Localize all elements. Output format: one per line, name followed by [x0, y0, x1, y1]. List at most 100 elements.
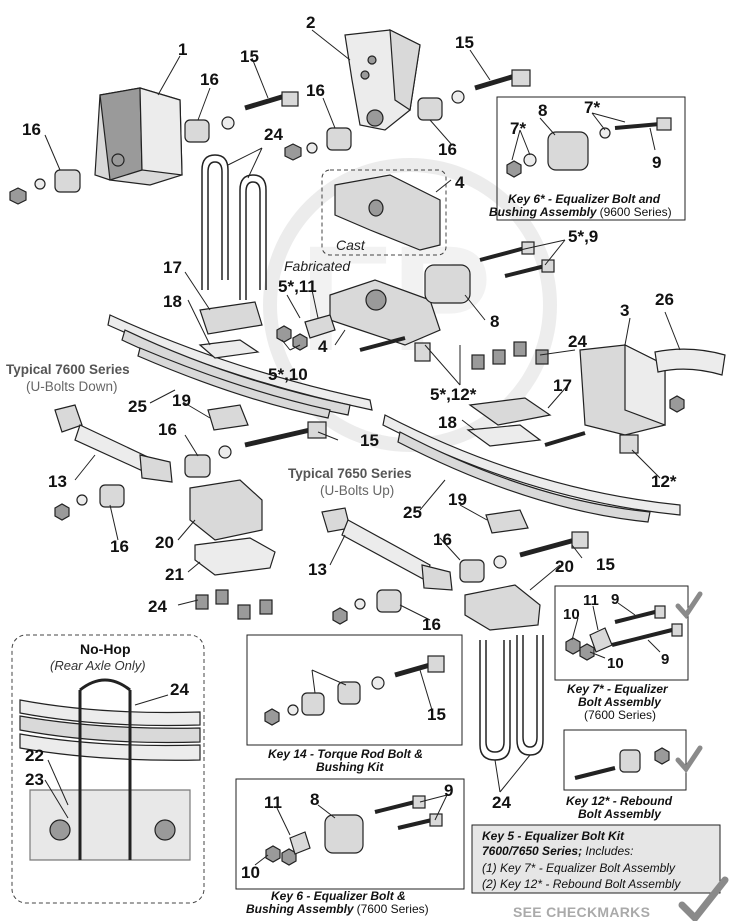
series-7650-title: Typical 7650 Series: [288, 466, 412, 481]
bushing-16-rod-b: [54, 484, 125, 521]
label-10-c: 10: [241, 863, 260, 882]
label-24-a: 24: [264, 125, 283, 144]
key7-caption-3: (7600 Series): [584, 708, 656, 722]
label-24-e: 24: [492, 793, 511, 812]
label-7-a: 7*: [584, 98, 600, 117]
label-16-h: 16: [422, 615, 441, 634]
plate-18-7650: [466, 424, 542, 447]
check-icon-key7: [675, 591, 703, 620]
label-16-e: 16: [158, 420, 177, 439]
bushing-16-top-b: [284, 127, 352, 161]
plate-17-7650: [468, 397, 552, 426]
label-22: 22: [25, 746, 44, 765]
cast-equalizer-box: [321, 169, 447, 256]
key6-9600-caption-2: Bushing Assembly(9600 Series): [489, 205, 672, 219]
kit-item-2: (2) Key 12* - Rebound Bolt Assembly: [482, 877, 681, 891]
kit-item-1: (1) Key 7* - Equalizer Bolt Assembly: [482, 861, 676, 875]
check-icon-large: [678, 876, 729, 921]
block-19-7600: [207, 404, 249, 431]
block-19-7650: [485, 509, 529, 534]
label-17-a: 17: [163, 258, 182, 277]
nuts-24-left: [195, 589, 273, 620]
label-17-b: 17: [553, 376, 572, 395]
equalizer-bracket-2: [344, 28, 421, 131]
bushing-16-rod-a: [184, 445, 232, 478]
series-7650-sub: (U-Bolts Up): [320, 483, 394, 498]
key7-caption-2: Bolt Assembly: [578, 695, 662, 709]
key6-9600-parts: [506, 117, 672, 178]
cast-caption: Cast: [336, 237, 366, 253]
key7-box: [554, 585, 689, 681]
label-9-d: 9: [444, 781, 453, 800]
axle-seat-20-left: [189, 479, 263, 541]
label-20-b: 20: [555, 557, 574, 576]
label-4-fab: 4: [318, 337, 328, 356]
key6-9600-box: [496, 96, 686, 221]
leader-lines: [44, 29, 681, 866]
label-13-b: 13: [308, 560, 327, 579]
label-26: 26: [655, 290, 674, 309]
leaf-spring-7650: [382, 414, 681, 523]
check-icon-key12: [675, 745, 703, 774]
rebound-bolt-12: [544, 395, 685, 454]
key12-box: [563, 729, 687, 791]
key14-parts: [264, 655, 445, 726]
bushing-16-left: [9, 169, 81, 205]
label-16-c: 16: [306, 81, 325, 100]
key6-7600-parts: [265, 795, 443, 866]
label-16-a: 16: [200, 70, 219, 89]
key6-9600-caption-1: Key 6* - Equalizer Bolt and: [508, 192, 661, 206]
key7-caption-1: Key 7* - Equalizer: [567, 682, 669, 696]
bushing-16-right-b: [332, 589, 402, 625]
label-19-a: 19: [172, 391, 191, 410]
wear-pad-26: [654, 348, 726, 376]
key6-7600-caption-2: Bushing Assembly(7600 Series): [246, 902, 429, 916]
key14-caption-2: Bushing Kit: [316, 760, 384, 774]
label-8-a: 8: [538, 101, 547, 120]
spacer-17-7600: [199, 301, 263, 335]
label-16-g: 16: [433, 530, 452, 549]
label-19-b: 19: [448, 490, 467, 509]
key14-caption-1: Key 14 - Torque Rod Bolt &: [268, 747, 423, 761]
label-15-b: 15: [455, 33, 474, 52]
key7-parts: [565, 605, 683, 661]
part-number-labels: 1 2 3 4 4 15 15 15 15 15 16 16 16 16 16 …: [22, 13, 677, 882]
nuts-24-right: [471, 341, 549, 370]
label-11-b: 11: [264, 793, 282, 812]
nohop-title: No-Hop: [80, 641, 131, 657]
bolt-15-rod: [244, 421, 327, 448]
label-23: 23: [25, 770, 44, 789]
label-15-d: 15: [596, 555, 615, 574]
label-18-b: 18: [438, 413, 457, 432]
fabricated-caption: Fabricated: [284, 258, 351, 274]
label-18-a: 18: [163, 292, 182, 311]
label-3: 3: [620, 301, 629, 320]
bushing-16-top-a: [184, 116, 235, 143]
label-9-a: 9: [652, 153, 661, 172]
plate-18-7600: [198, 339, 260, 359]
label-9-c: 9: [661, 651, 669, 668]
label-2: 2: [306, 13, 315, 32]
axle-seat-20-right: [464, 584, 541, 631]
label-15-c: 15: [360, 431, 379, 450]
label-1: 1: [178, 40, 187, 59]
bracket-3: [579, 344, 666, 436]
series-7600-sub: (U-Bolts Down): [26, 379, 118, 394]
label-15-a: 15: [240, 47, 259, 66]
label-8-b: 8: [490, 312, 499, 331]
label-5-9: 5*,9: [568, 227, 598, 246]
label-9-b: 9: [611, 591, 619, 608]
kit-line-2: 7600/7650 Series; Includes:: [482, 844, 633, 858]
label-24-d: 24: [170, 680, 189, 699]
bolt-15-right: [519, 531, 589, 558]
bolt-15-top-left: [244, 91, 299, 111]
key5-kit-box: [471, 824, 721, 894]
torque-rod-13-left: [54, 404, 173, 483]
label-16-d: 16: [438, 140, 457, 159]
nohop-subtitle: (Rear Axle Only): [50, 658, 146, 673]
axle-seat-21-left: [194, 537, 276, 576]
key14-box: [246, 634, 463, 746]
key6-7600-box: [235, 778, 465, 890]
label-7-b: 7*: [510, 119, 526, 138]
see-checkmarks-note: SEE CHECKMARKS: [513, 904, 650, 920]
